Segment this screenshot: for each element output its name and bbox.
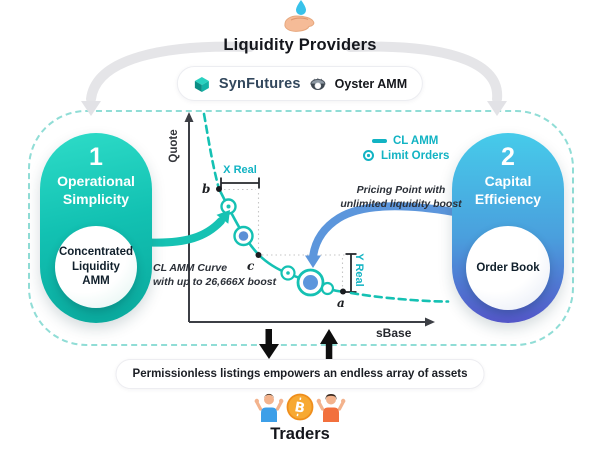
point-b-dot bbox=[216, 186, 222, 192]
brand-badge: SynFutures Oyster AMM bbox=[176, 66, 424, 101]
cl-amm-curve-dashed-tail bbox=[349, 291, 450, 303]
bitcoin-coin-icon: B bbox=[286, 393, 314, 421]
dotted-guides bbox=[224, 188, 348, 288]
droplet-icon bbox=[296, 0, 306, 15]
x-axis-label: sBase bbox=[376, 326, 412, 340]
swoosh-left-arrow bbox=[81, 41, 255, 116]
curve-note-line2: with up to 26,666X boost bbox=[153, 275, 277, 288]
legend-limit-orders: Limit Orders bbox=[362, 149, 449, 162]
pricing-note-line1: Pricing Point with bbox=[356, 184, 446, 196]
pillar-number: 1 bbox=[89, 143, 103, 171]
oyster-icon bbox=[310, 77, 326, 90]
cl-amm-line-swatch bbox=[372, 139, 387, 143]
y-axis-arrowhead bbox=[184, 112, 194, 122]
page-title: Liquidity Providers bbox=[223, 36, 377, 54]
y-axis-label: Quote bbox=[168, 129, 180, 163]
hand-finger-line bbox=[290, 17, 309, 21]
legend-label: Limit Orders bbox=[381, 149, 450, 162]
chart-axes bbox=[188, 118, 428, 323]
limit-order-marker-2 bbox=[233, 225, 254, 247]
y-real-label: Y Real bbox=[353, 253, 365, 287]
pillar-capital-efficiency: 2 Capital Efficiency Order Book bbox=[452, 133, 564, 323]
pricing-note-line2: unlimited liquidity boost bbox=[340, 197, 462, 210]
x-axis-arrowhead bbox=[425, 317, 435, 327]
hand-droplet-svg bbox=[284, 0, 315, 32]
legend-cl-amm: CL AMM bbox=[372, 135, 438, 147]
blue-flow-arrow bbox=[305, 202, 458, 268]
point-c-label: c bbox=[247, 259, 255, 273]
product-name: Oyster AMM bbox=[334, 76, 408, 91]
traders-icons-row: B bbox=[0, 391, 600, 423]
cl-amm-curve-dashed-upper bbox=[202, 112, 221, 191]
pillar-title: Capital Efficiency bbox=[474, 173, 542, 207]
limit-order-marker-3 bbox=[280, 265, 296, 281]
synfutures-cube-icon bbox=[194, 76, 209, 92]
cl-amm-curve-note: CL AMM Curve with up to 26,666X boost bbox=[153, 262, 278, 289]
x-real-bracket bbox=[220, 177, 260, 189]
concentrated-liquidity-bubble: Concentrated Liquidity AMM bbox=[55, 226, 137, 308]
permissionless-banner: Permissionless listings empowers an endl… bbox=[115, 359, 485, 389]
limit-order-swatch-icon bbox=[363, 150, 374, 161]
up-arrow bbox=[320, 329, 338, 359]
limit-order-marker-4 bbox=[320, 281, 335, 296]
person-shrugging-icon bbox=[316, 394, 346, 422]
pillar-title: Operational Simplicity bbox=[57, 173, 135, 207]
pricing-point-marker bbox=[296, 268, 325, 297]
svg-text:B: B bbox=[293, 399, 306, 417]
point-c-dot bbox=[255, 252, 262, 258]
pricing-point-note: Pricing Point with unlimited liquidity b… bbox=[330, 184, 472, 211]
order-book-bubble: Order Book bbox=[466, 226, 550, 310]
hand-holding-droplet-icon bbox=[278, 0, 322, 34]
bubble-label: Concentrated Liquidity AMM bbox=[58, 245, 134, 288]
brand-name: SynFutures bbox=[218, 75, 301, 92]
teal-flow-arrow bbox=[146, 210, 230, 247]
traders-title: Traders bbox=[270, 425, 330, 443]
point-b-label: b bbox=[202, 182, 211, 196]
pillar-number: 2 bbox=[501, 143, 515, 171]
pillar-operational-simplicity: 1 Operational Simplicity Concentrated Li… bbox=[40, 133, 152, 323]
legend-label: CL AMM bbox=[393, 135, 439, 147]
point-a-label: a bbox=[337, 296, 345, 310]
bubble-label: Order Book bbox=[476, 261, 540, 274]
point-a-dot bbox=[340, 288, 346, 295]
man-shrugging-icon bbox=[254, 393, 284, 422]
swoosh-right-arrow bbox=[345, 41, 507, 116]
curve-note-line1: CL AMM Curve bbox=[153, 262, 228, 274]
x-real-label: X Real bbox=[223, 164, 257, 176]
down-arrow bbox=[259, 329, 279, 359]
